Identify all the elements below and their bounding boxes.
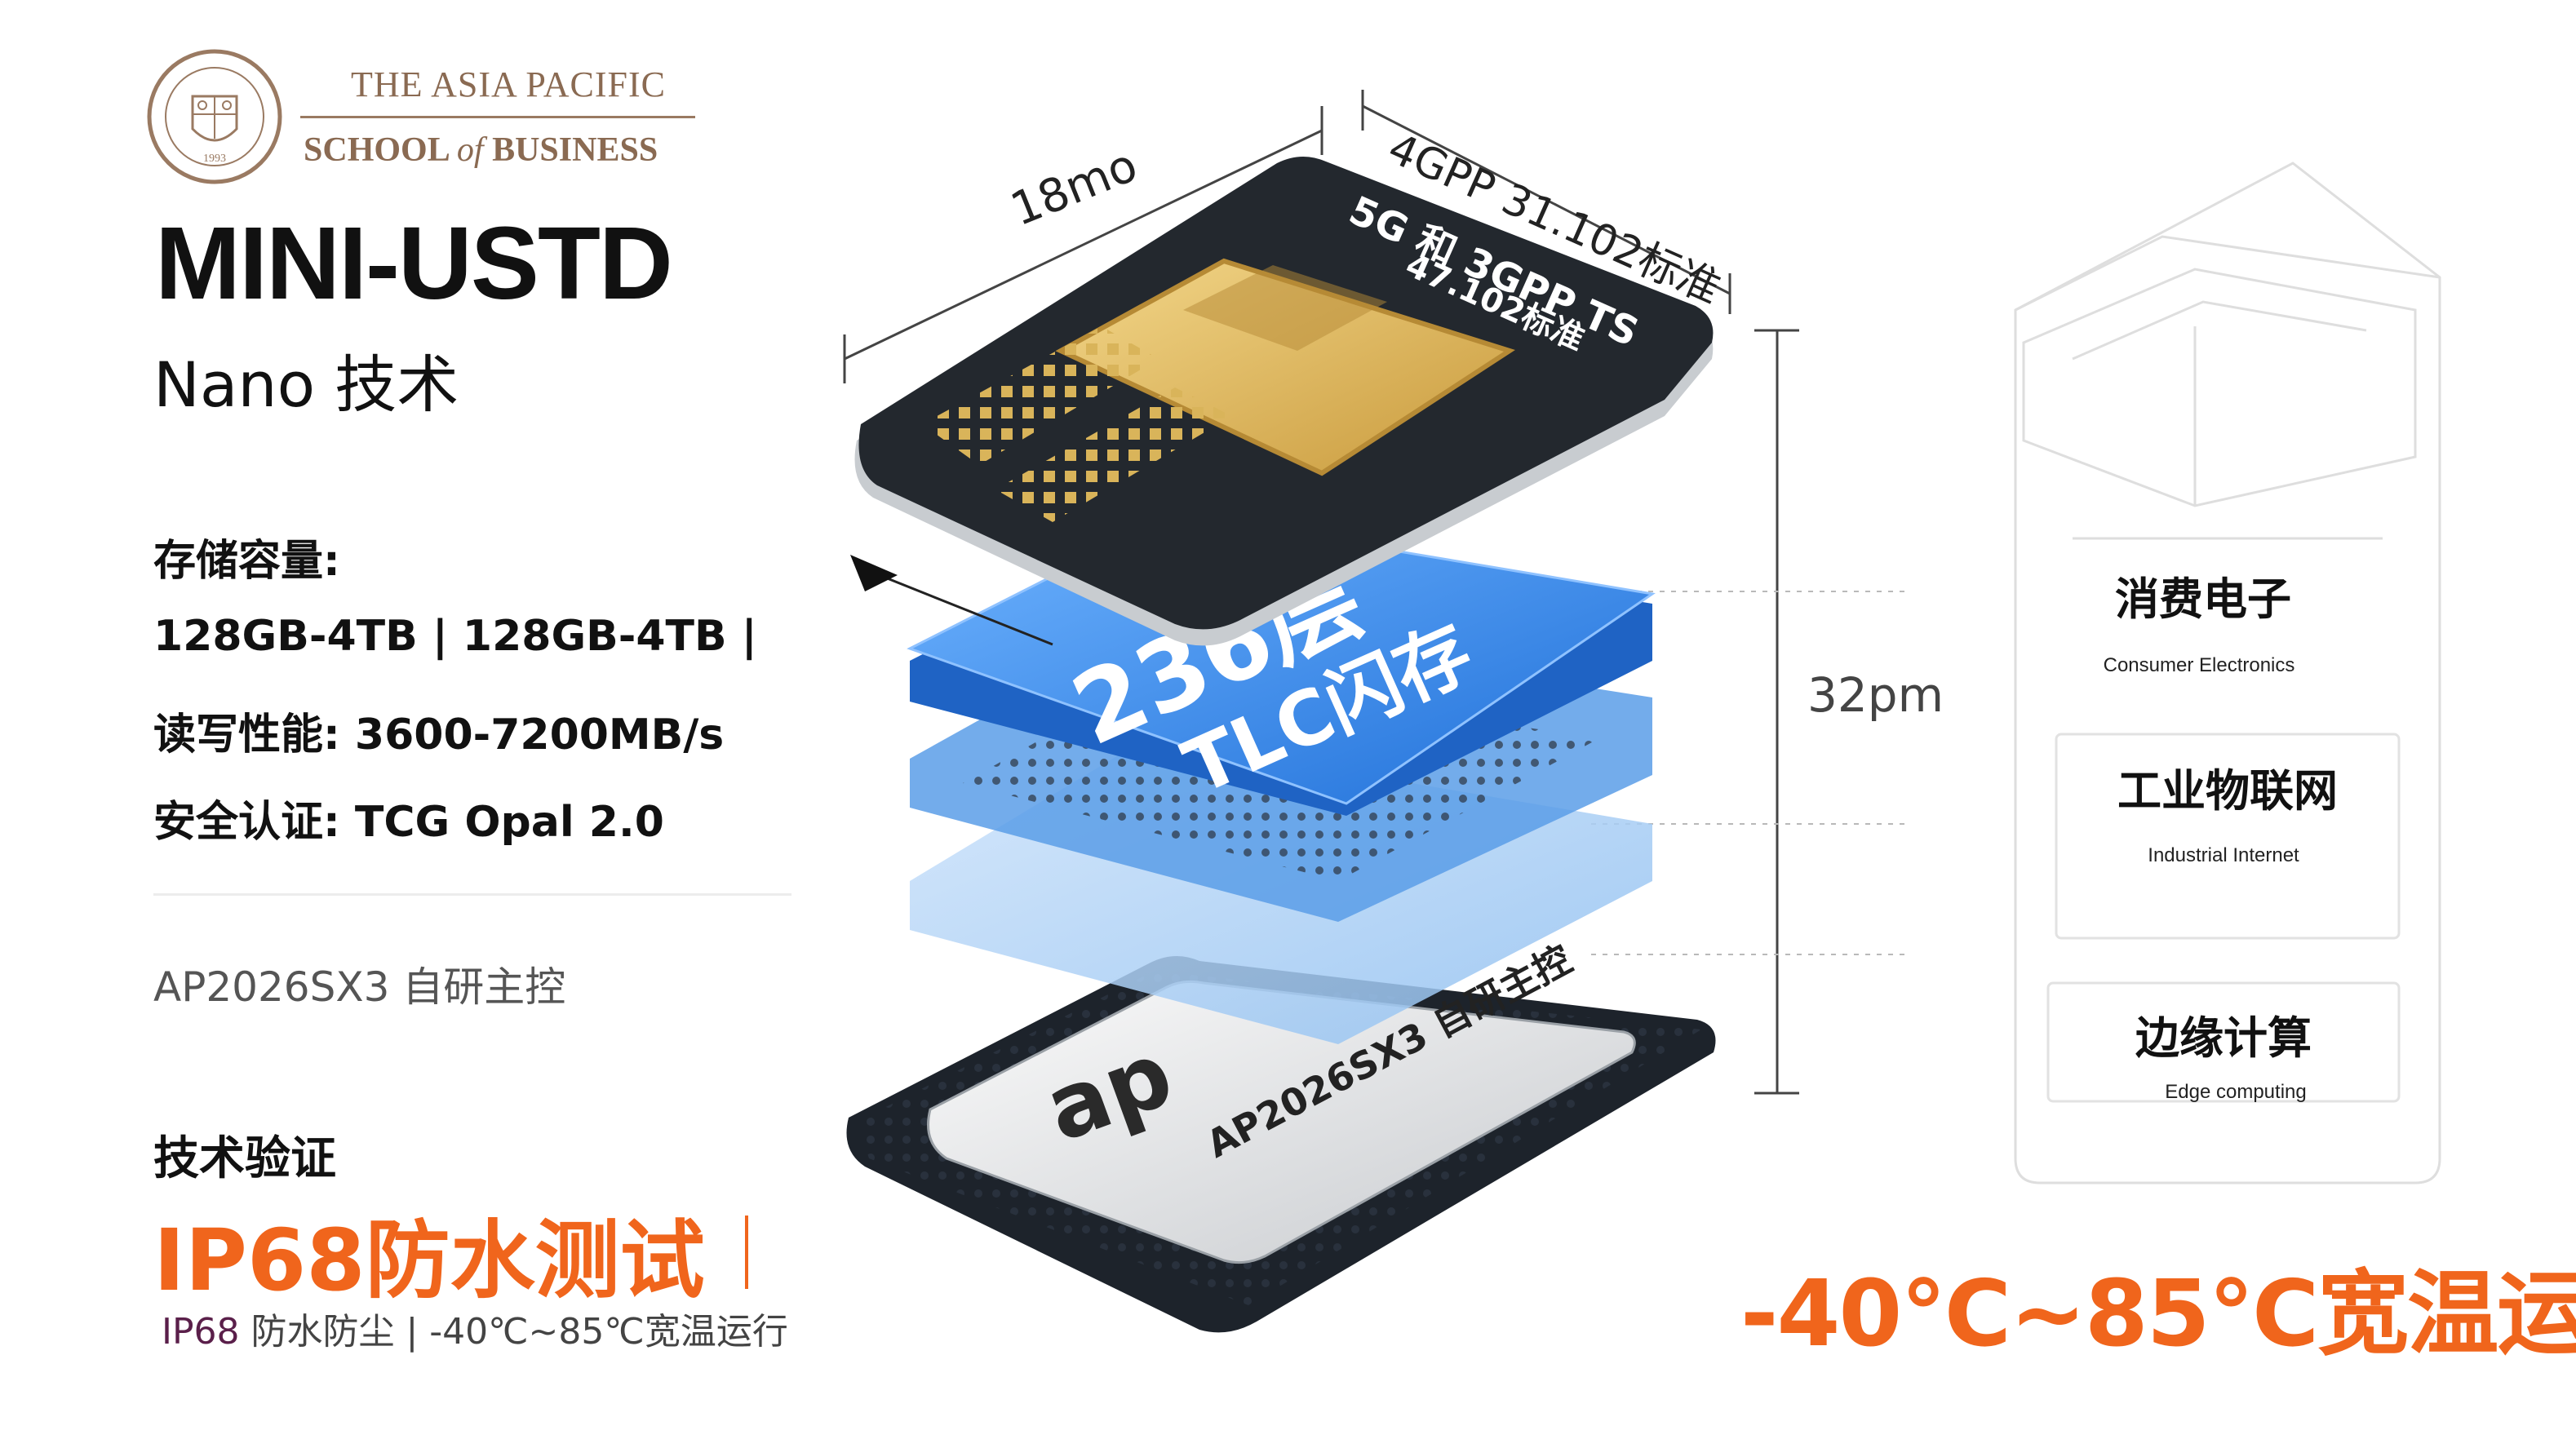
spec-performance: 读写性能: 3600-7200MB/s [153,711,725,759]
usecase-sub-industrial: Industrial Internet [2148,844,2299,866]
ip68-accent-bar [745,1216,748,1289]
logo-line-school-of-business: SCHOOL of BUSINESS [304,131,658,170]
usecase-sub-edge: Edge computing [2165,1081,2307,1103]
spec-security: 安全认证: TCG Opal 2.0 [153,798,664,847]
usecase-card-industrial [2055,733,2401,940]
usecase-title-industrial: 工业物联网 [2117,765,2338,817]
controller-board: AP2026SX3 自研主控 ap [846,937,1716,1333]
product-title: MINI-USTD [155,206,673,321]
ip68-sub-prefix: IP68 [162,1311,240,1353]
usecase-title-edge: 边缘计算 [2135,1012,2312,1064]
usecase-card-edge [2046,981,2401,1103]
verification-label: 技术验证 [153,1132,336,1185]
logo-business: BUSINESS [492,131,658,169]
ip68-headline: IP68防水测试 [153,1211,705,1310]
product-subtitle: Nano 技术 [153,348,459,421]
usecase-sub-consumer: Consumer Electronics [2103,654,2295,676]
school-seal-logo: 1993 [147,49,282,184]
arrow-icon [850,555,1053,646]
ip68-subline: IP68 防水防尘 | -40℃~85℃宽温运行 [162,1302,788,1354]
dimension-height-label: 32pm [1807,667,1944,723]
spec-capacity-value: 128GB-4TB | 128GB-4TB | [153,612,757,661]
sim-card: 5G 和 3GPP TS 47.102标准 [854,156,1714,646]
controller-label: AP2026SX3 自研主控 [153,963,566,1011]
spec-divider [153,893,791,896]
usecase-title-consumer: 消费电子 [2115,573,2291,625]
ip68-sub-rest: 防水防尘 | -40℃~85℃宽温运行 [239,1311,788,1353]
temperature-headline: -40℃~85℃宽温运 [1740,1261,2576,1367]
svg-text:1993: 1993 [203,153,226,165]
logo-divider [300,116,695,118]
logo-of: of [456,131,484,169]
logo-school: SCHOOL [304,131,449,169]
device-outline [2014,162,2441,1185]
logo-line-asia-pacific: THE ASIA PACIFIC [351,64,667,104]
dimension-lines [843,90,1799,1095]
spec-capacity-label: 存储容量: [153,537,340,586]
